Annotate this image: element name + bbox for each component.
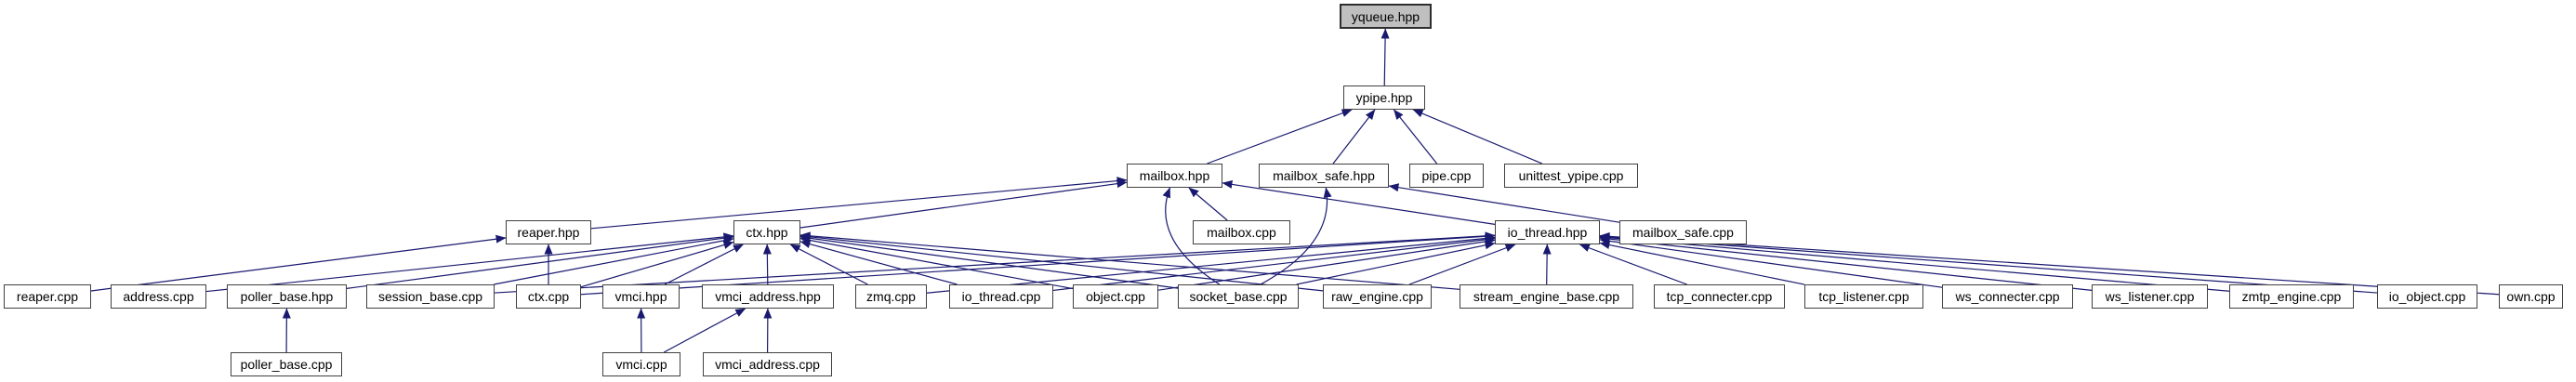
- edge-session_base.cpp-to-io_thread.hpp: [494, 231, 1496, 294]
- graph-node-mailbox.hpp[interactable]: mailbox.hpp: [1127, 164, 1222, 188]
- edge-ctx.hpp-to-mailbox.hpp: [799, 179, 1128, 229]
- graph-node-mailbox.cpp[interactable]: mailbox.cpp: [1193, 220, 1290, 244]
- graph-node-io_thread.cpp[interactable]: io_thread.cpp: [949, 284, 1053, 309]
- graph-node-vmci.cpp[interactable]: vmci.cpp: [602, 352, 680, 376]
- edge-vmci.cpp-to-vmci_address.hpp: [663, 308, 746, 353]
- graph-node-session_base.cpp[interactable]: session_base.cpp: [366, 284, 495, 309]
- graph-node-reaper.hpp[interactable]: reaper.hpp: [506, 220, 591, 244]
- graph-node-raw_engine.cpp[interactable]: raw_engine.cpp: [1323, 284, 1432, 309]
- graph-node-ctx.cpp[interactable]: ctx.cpp: [516, 284, 581, 309]
- edge-ypipe.hpp-to-yqueue.hpp: [1380, 28, 1390, 86]
- edge-pipe.cpp-to-ypipe.hpp: [1393, 109, 1438, 165]
- graph-node-zmtp_engine.cpp[interactable]: zmtp_engine.cpp: [2229, 284, 2354, 309]
- edge-unittest_ypipe.cpp-to-ypipe.hpp: [1412, 109, 1543, 165]
- edge-mailbox.hpp-to-ypipe.hpp: [1207, 109, 1353, 165]
- graph-node-tcp_listener.cpp[interactable]: tcp_listener.cpp: [1804, 284, 1923, 309]
- edge-raw_engine.cpp-to-io_thread.hpp: [1408, 244, 1516, 285]
- edge-object.cpp-to-ctx.hpp: [799, 236, 1074, 290]
- graph-node-vmci_address.hpp[interactable]: vmci_address.hpp: [702, 284, 834, 309]
- edge-address.cpp-to-ctx.hpp: [205, 232, 734, 293]
- edge-mailbox_safe.hpp-to-ypipe.hpp: [1332, 109, 1376, 165]
- graph-node-ctx.hpp[interactable]: ctx.hpp: [733, 220, 800, 244]
- edge-poller_base.hpp-to-ctx.hpp: [346, 233, 734, 289]
- edge-socket_base.cpp-to-mailbox_safe.hpp: [1260, 187, 1332, 285]
- edge-ctx.cpp-to-ctx.hpp: [580, 241, 734, 288]
- graph-node-zmq.cpp[interactable]: zmq.cpp: [855, 284, 927, 309]
- edge-stream_engine_base.cpp-to-io_thread.hpp: [1542, 244, 1552, 285]
- edge-socket_base.cpp-to-io_thread.hpp: [1296, 241, 1496, 285]
- edge-object.cpp-to-io_thread.hpp: [1157, 237, 1496, 291]
- edge-mailbox_safe.cpp-to-mailbox_safe.hpp: [1388, 183, 1620, 223]
- graph-node-stream_engine_base.cpp[interactable]: stream_engine_base.cpp: [1460, 284, 1633, 309]
- graph-node-ypipe.hpp[interactable]: ypipe.hpp: [1343, 86, 1425, 110]
- edge-vmci.hpp-to-ctx.hpp: [664, 244, 744, 285]
- edge-ws_connecter.cpp-to-io_thread.hpp: [1599, 236, 1943, 288]
- edge-io_thread.cpp-to-ctx.hpp: [799, 240, 958, 285]
- graph-node-vmci.hpp[interactable]: vmci.hpp: [602, 284, 680, 309]
- graph-node-ws_listener.cpp[interactable]: ws_listener.cpp: [2092, 284, 2208, 309]
- edge-tcp_connecter.cpp-to-io_thread.hpp: [1579, 244, 1687, 285]
- graph-node-address.cpp[interactable]: address.cpp: [111, 284, 206, 309]
- edge-reaper.hpp-to-mailbox.hpp: [590, 177, 1128, 230]
- edge-zmtp_engine.cpp-to-io_thread.hpp: [1599, 233, 2230, 292]
- graph-node-io_object.cpp[interactable]: io_object.cpp: [2377, 284, 2477, 309]
- graph-node-ws_connecter.cpp[interactable]: ws_connecter.cpp: [1942, 284, 2073, 309]
- graph-node-object.cpp[interactable]: object.cpp: [1073, 284, 1158, 309]
- edge-zmq.cpp-to-io_thread.hpp: [926, 234, 1496, 294]
- edge-ws_listener.cpp-to-io_thread.hpp: [1599, 234, 2093, 291]
- edge-zmq.cpp-to-ctx.hpp: [789, 244, 868, 285]
- edge-session_base.cpp-to-ctx.hpp: [494, 236, 734, 285]
- edge-vmci_address.hpp-to-ctx.hpp: [762, 244, 772, 285]
- graph-node-pipe.cpp[interactable]: pipe.cpp: [1409, 164, 1484, 188]
- graph-node-own.cpp[interactable]: own.cpp: [2499, 284, 2563, 309]
- graph-node-socket_base.cpp[interactable]: socket_base.cpp: [1178, 284, 1299, 309]
- edge-mailbox.cpp-to-mailbox.hpp: [1188, 187, 1228, 221]
- edge-reaper.cpp-to-reaper.hpp: [90, 234, 507, 292]
- graph-node-poller_base.hpp[interactable]: poller_base.hpp: [227, 284, 347, 309]
- graph-node-poller_base.cpp[interactable]: poller_base.cpp: [231, 352, 342, 376]
- edge-io_thread.hpp-to-mailbox.hpp: [1222, 179, 1496, 225]
- graph-node-mailbox_safe.hpp[interactable]: mailbox_safe.hpp: [1259, 164, 1389, 188]
- edge-socket_base.cpp-to-mailbox.hpp: [1162, 187, 1221, 285]
- graph-node-vmci_address.cpp[interactable]: vmci_address.cpp: [703, 352, 832, 376]
- edge-socket_base.cpp-to-ctx.hpp: [799, 233, 1179, 289]
- edge-io_thread.cpp-to-io_thread.hpp: [1052, 235, 1496, 292]
- graph-node-mailbox_safe.cpp[interactable]: mailbox_safe.cpp: [1619, 220, 1747, 244]
- graph-node-tcp_connecter.cpp[interactable]: tcp_connecter.cpp: [1654, 284, 1785, 309]
- edge-tcp_listener.cpp-to-io_thread.hpp: [1599, 241, 1805, 285]
- graph-node-unittest_ypipe.cpp[interactable]: unittest_ypipe.cpp: [1504, 164, 1638, 188]
- graph-node-yqueue.hpp[interactable]: yqueue.hpp: [1340, 4, 1432, 29]
- edge-io_object.cpp-to-io_thread.hpp: [1599, 232, 2378, 294]
- graph-node-reaper.cpp[interactable]: reaper.cpp: [4, 284, 91, 309]
- edge-stream_engine_base.cpp-to-ctx.hpp: [799, 231, 1460, 290]
- graph-node-io_thread.hpp[interactable]: io_thread.hpp: [1495, 220, 1600, 244]
